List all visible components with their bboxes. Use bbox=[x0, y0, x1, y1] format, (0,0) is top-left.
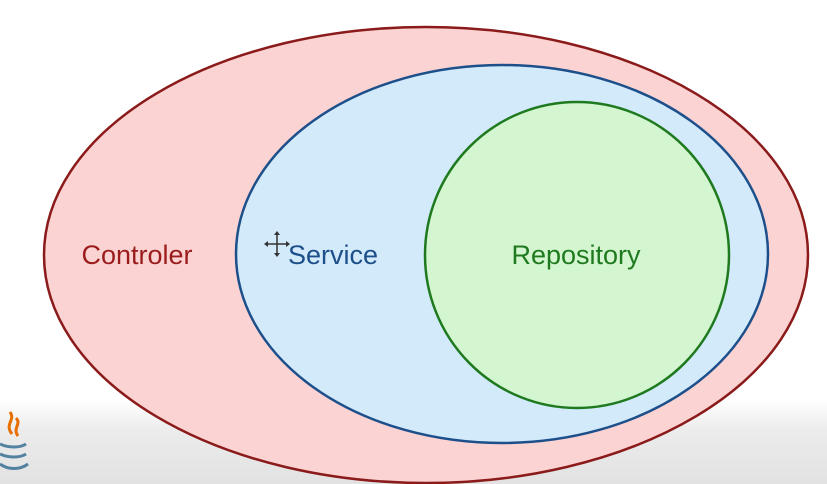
java-logo-icon bbox=[0, 411, 29, 470]
controller-label: Controler bbox=[81, 240, 192, 270]
crosshair-move-cursor-icon bbox=[264, 231, 290, 257]
repository-circle bbox=[423, 100, 731, 410]
service-label: Service bbox=[288, 240, 378, 270]
repository-label: Repository bbox=[511, 240, 641, 270]
